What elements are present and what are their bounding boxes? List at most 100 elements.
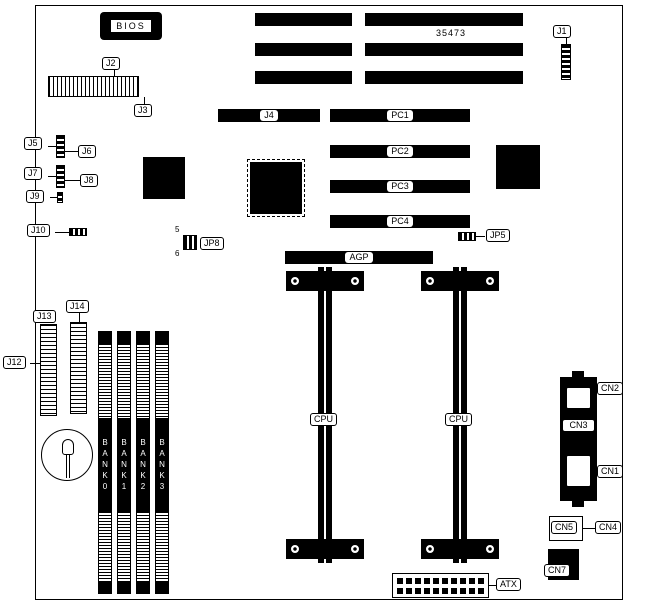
bank2-label: BANK2: [137, 418, 149, 512]
pc2-slot: PC2: [330, 145, 470, 158]
atx-power-connector: [392, 573, 489, 598]
battery-key-detail: [66, 455, 70, 478]
dimm-slot-bank2: BANK2: [136, 331, 150, 594]
cn2-port: [566, 387, 591, 409]
cn3-label: CN3: [562, 419, 595, 432]
atx-label: ATX: [496, 578, 521, 591]
mounting-hole: [485, 544, 495, 554]
j14-connector: [70, 322, 87, 414]
j13-label: J13: [33, 310, 56, 323]
isa-slot: [365, 13, 523, 26]
leader-line: [65, 151, 78, 152]
j6-label: J6: [78, 145, 96, 158]
jp8-pin6-number: 6: [175, 249, 180, 258]
mounting-hole: [425, 276, 435, 286]
cn1-port: [566, 455, 591, 487]
pc3-slot: PC3: [330, 180, 470, 193]
j2-label: J2: [102, 57, 120, 70]
leader-line: [144, 97, 145, 104]
mounting-hole: [425, 544, 435, 554]
cpu1-bottom-bracket: [286, 539, 364, 559]
j5-j6-jumper: [56, 135, 65, 158]
cpu2-label: CPU: [445, 413, 473, 426]
leader-line: [583, 528, 595, 529]
mounting-hole: [290, 276, 300, 286]
isa-slot: [255, 13, 352, 26]
isa-slot: [365, 71, 523, 84]
bank0-label: BANK0: [99, 418, 111, 512]
j12-j13-connector: [40, 324, 57, 416]
jp5-jumper: [458, 232, 476, 241]
bank1-label: BANK1: [118, 418, 130, 512]
leader-line: [48, 176, 56, 177]
jp5-label: JP5: [486, 229, 510, 242]
io-stack-tab: [572, 501, 584, 507]
leader-line: [489, 585, 496, 586]
leader-line: [55, 232, 69, 233]
cpu2-top-bracket: [421, 271, 499, 291]
cn4-label: CN4: [595, 521, 622, 534]
cpu1-label: CPU: [310, 413, 338, 426]
j10-jumper: [69, 228, 87, 236]
dimm-latch: [137, 581, 149, 593]
isa-slot: [255, 71, 352, 84]
dimm-latch: [156, 332, 168, 344]
dimm-slot-bank0: BANK0: [98, 331, 112, 594]
j1-connector: [561, 44, 571, 80]
cmos-battery: [41, 429, 93, 481]
leader-line: [30, 363, 40, 364]
pc1-slot: PC1: [330, 109, 470, 122]
cn5-label: CN5: [551, 521, 578, 534]
dimm-slot-bank3: BANK3: [155, 331, 169, 594]
io-stack-tab: [572, 371, 584, 377]
mounting-hole: [485, 276, 495, 286]
j4-slot: J4: [218, 109, 320, 122]
mounting-hole: [290, 544, 300, 554]
j12-label: J12: [3, 356, 26, 369]
bios-chip: BIOS: [100, 12, 162, 40]
leader-line: [65, 180, 80, 181]
cpu2-bottom-bracket: [421, 539, 499, 559]
j1-label: J1: [553, 25, 571, 38]
mounting-hole: [350, 276, 360, 286]
jp8-pin5-number: 5: [175, 225, 180, 234]
agp-label: AGP: [345, 252, 373, 263]
leader-line: [114, 70, 115, 76]
ic-chip: [143, 157, 185, 199]
leader-line: [566, 38, 567, 44]
cpu1-top-bracket: [286, 271, 364, 291]
j7-label: J7: [24, 167, 42, 180]
j4-label: J4: [260, 110, 278, 121]
dimm-latch: [118, 581, 130, 593]
bank3-label: BANK3: [156, 418, 168, 512]
j10-label: J10: [27, 224, 50, 237]
ic-chip: [496, 145, 540, 189]
pc1-label: PC1: [387, 110, 413, 121]
dimm-latch: [99, 581, 111, 593]
leader-line: [50, 197, 57, 198]
j8-label: J8: [80, 174, 98, 187]
j9-jumper: [57, 192, 63, 203]
dimm-latch: [156, 581, 168, 593]
dimm-latch: [137, 332, 149, 344]
part-number-text: 35473: [436, 28, 467, 38]
j7-j8-jumper: [56, 165, 65, 188]
j5-label: J5: [24, 137, 42, 150]
cn7-label: CN7: [544, 564, 571, 577]
dimm-latch: [118, 332, 130, 344]
j14-label: J14: [66, 300, 89, 313]
qfp-chip: [247, 159, 305, 217]
agp-slot: AGP: [285, 251, 433, 264]
isa-slot: [365, 43, 523, 56]
jp8-label: JP8: [200, 237, 224, 250]
cn1-label: CN1: [597, 465, 624, 478]
dimm-latch: [99, 332, 111, 344]
pc2-label: PC2: [387, 146, 413, 157]
battery-key-detail: [62, 439, 74, 455]
isa-slot: [255, 43, 352, 56]
jp8-jumper: [183, 235, 197, 250]
j3-label: J3: [134, 104, 152, 117]
pc4-label: PC4: [387, 216, 413, 227]
pc4-slot: PC4: [330, 215, 470, 228]
